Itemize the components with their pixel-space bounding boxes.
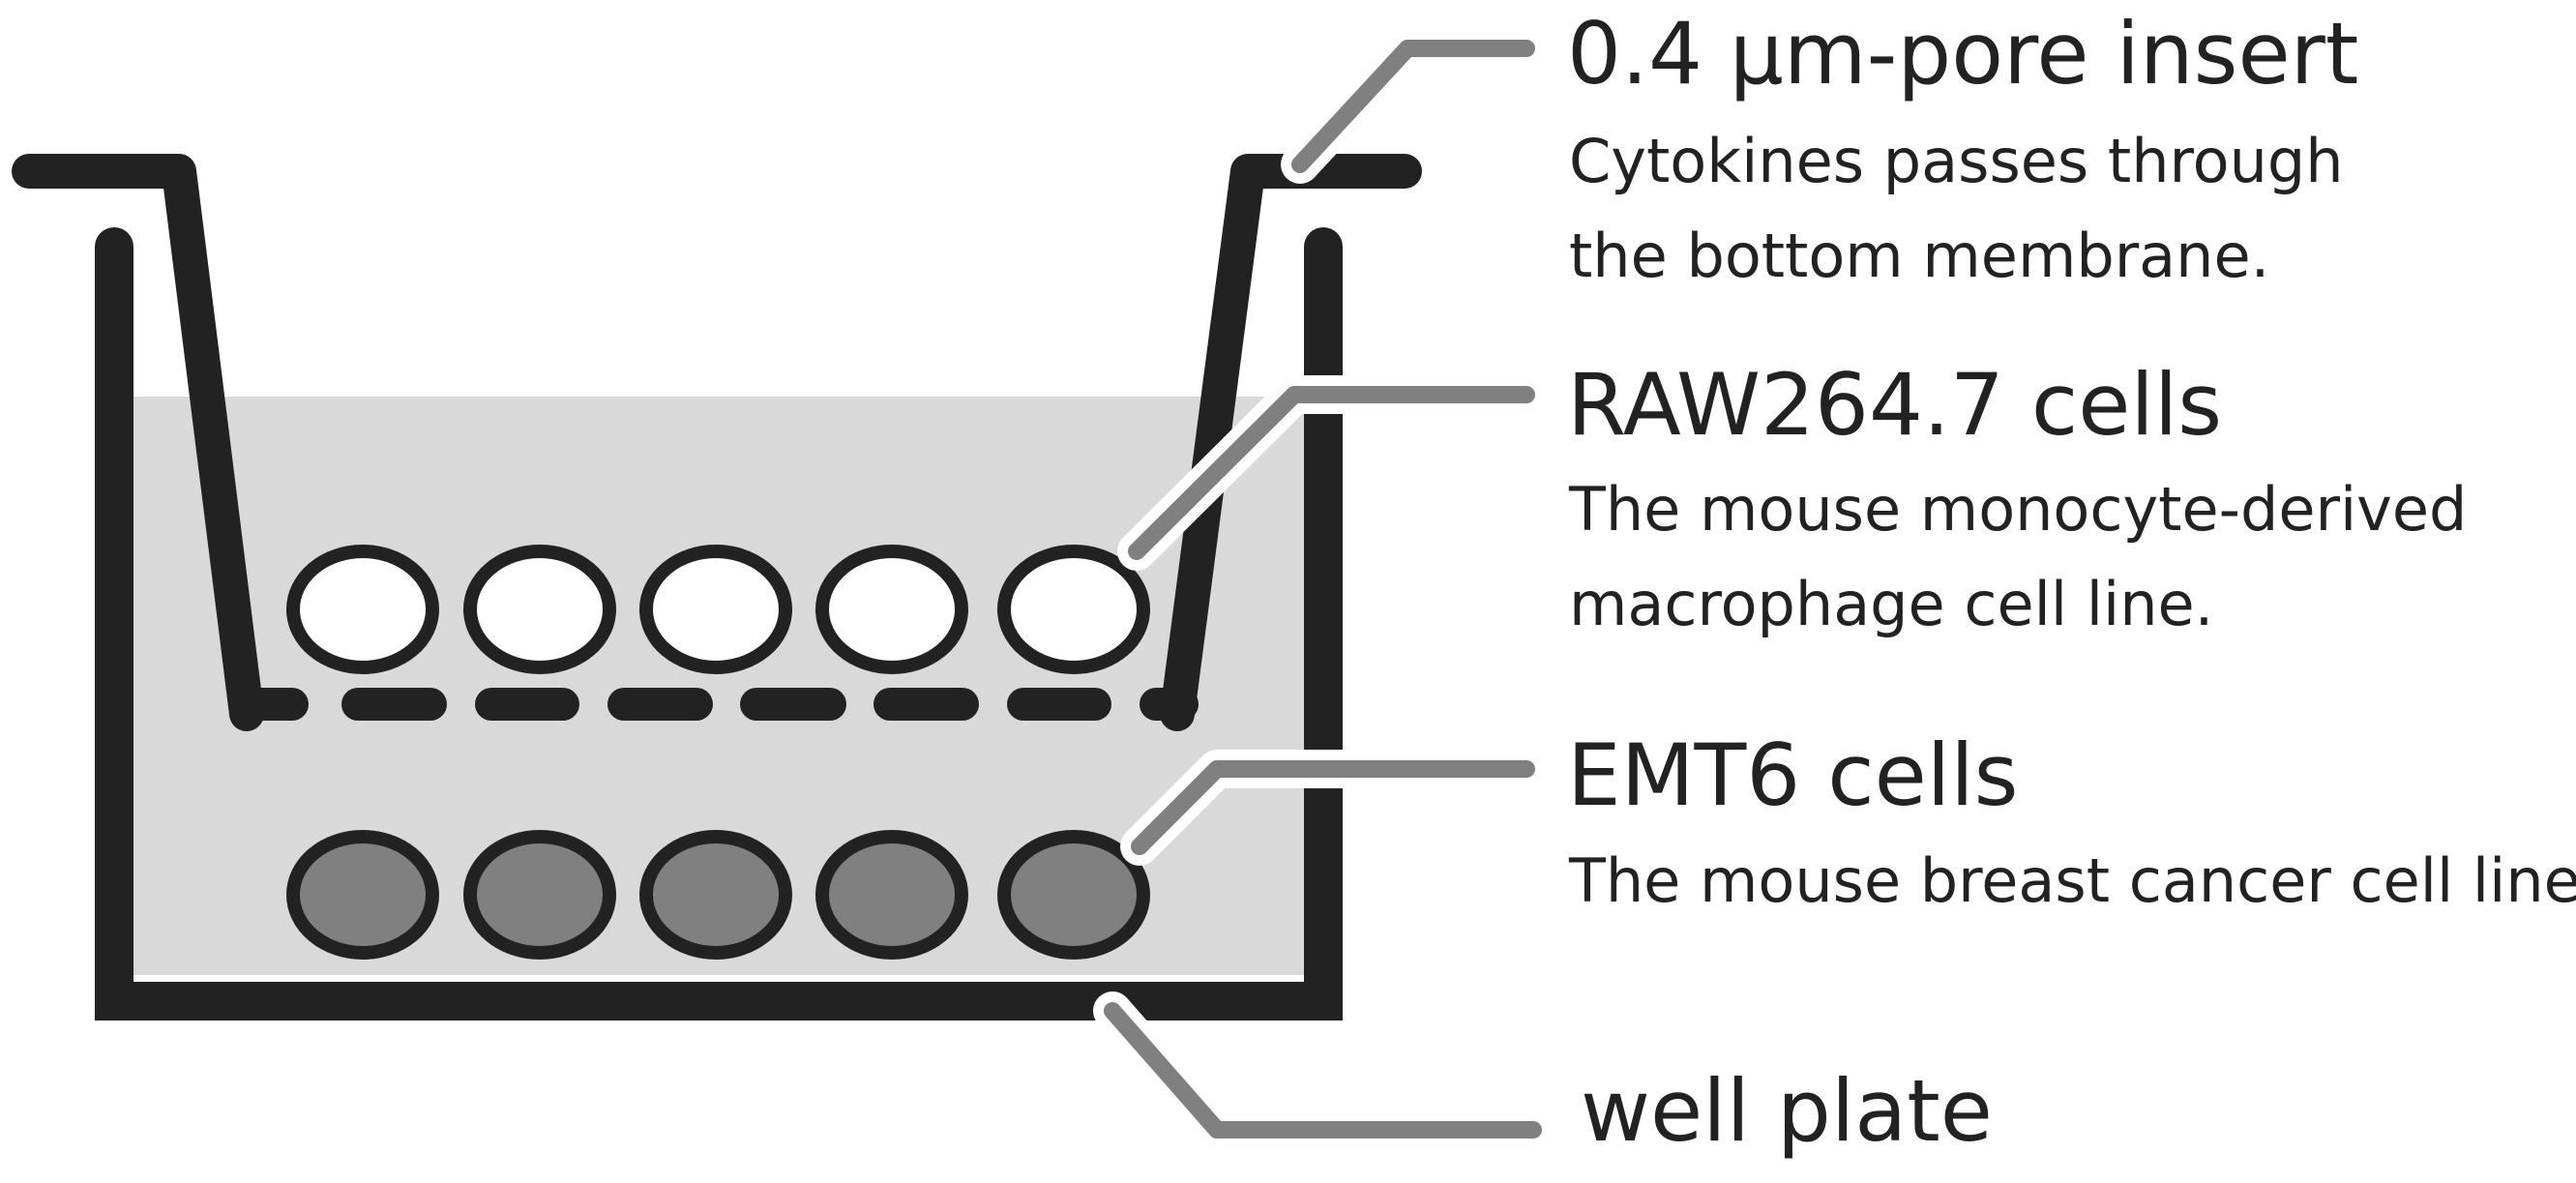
raw-description-line: macrophage cell line. <box>1569 569 2214 639</box>
emt6-cells <box>286 830 1150 960</box>
insert-leader-line <box>1291 40 1535 173</box>
raw-leader-line <box>1128 386 1535 560</box>
emt-description: The mouse breast cancer cell line. <box>1569 834 2576 929</box>
raw-cell <box>286 545 439 674</box>
insert-description: Cytokines passes through the bottom memb… <box>1569 114 2344 304</box>
insert-left-wall <box>12 154 264 731</box>
leader-lines <box>1104 40 1542 1139</box>
raw264-cells <box>286 545 1150 674</box>
insert-title: 0.4 µm-pore insert <box>1567 4 2359 104</box>
raw-cell <box>815 545 968 674</box>
emt-title: EMT6 cells <box>1567 725 2019 825</box>
emt-leader-line <box>1131 760 1535 855</box>
raw-cell <box>639 545 792 674</box>
raw-description-line: The mouse monocyte-derived <box>1569 474 2468 545</box>
well-title: well plate <box>1581 1061 1993 1161</box>
well-leader-line <box>1104 1002 1542 1139</box>
emt-cell <box>815 830 968 960</box>
emt-cell <box>639 830 792 960</box>
emt-cell <box>463 830 616 960</box>
emt-description-line: The mouse breast cancer cell line. <box>1569 845 2576 916</box>
emt-cell <box>286 830 439 960</box>
insert-description-line: the bottom membrane. <box>1569 221 2270 291</box>
emt-cell <box>997 830 1150 960</box>
insert-description-line: Cytokines passes through <box>1569 126 2344 196</box>
raw-cell <box>997 545 1150 674</box>
well-plate <box>95 227 1343 1020</box>
raw-title: RAW264.7 cells <box>1567 355 2223 455</box>
raw-cell <box>463 545 616 674</box>
insert-right-wall <box>1160 154 1422 731</box>
raw-description: The mouse monocyte-derived macrophage ce… <box>1569 462 2467 652</box>
